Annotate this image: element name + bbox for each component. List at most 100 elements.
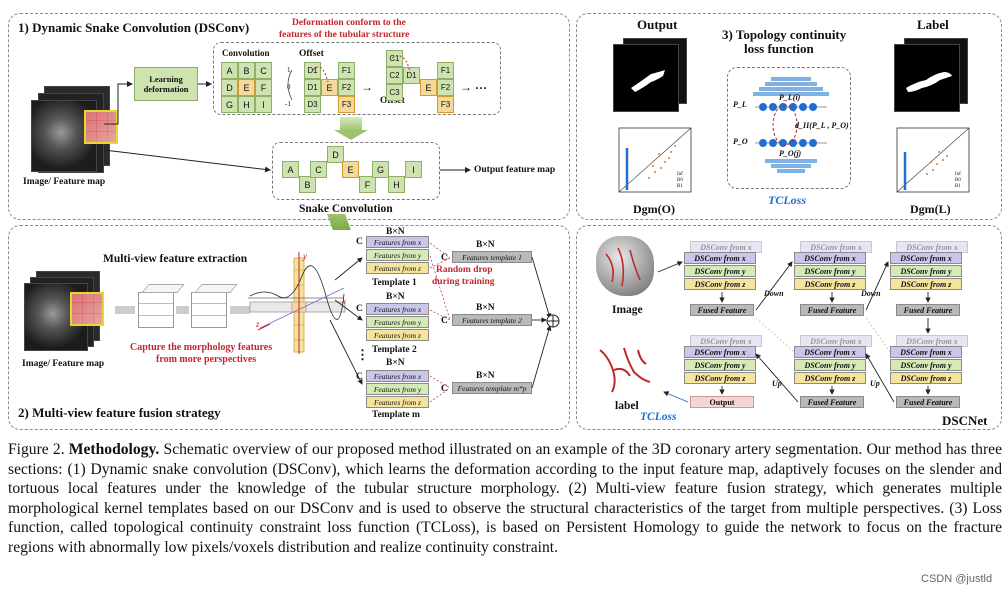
mv-patch xyxy=(70,292,104,326)
input-patch xyxy=(84,110,118,144)
c-1: C xyxy=(356,237,363,247)
t1-feat-z: Features from z xyxy=(366,262,429,274)
grid-cell-c: C xyxy=(255,62,272,79)
s6-fused: Fused Feature xyxy=(896,396,960,408)
dgm-l-plot xyxy=(896,127,970,193)
cube-arrow-3 xyxy=(230,306,250,314)
e-cell: E xyxy=(321,79,338,96)
tm-feat-y: Features from y xyxy=(366,383,429,395)
snake-frame xyxy=(272,142,440,200)
capture-line1: Capture the morphology features xyxy=(130,342,273,353)
bxn-1: B×N xyxy=(386,227,405,237)
c-2: C xyxy=(356,304,363,314)
grid-cell-b: B xyxy=(238,62,255,79)
persistence-diagram xyxy=(753,77,829,173)
ft-bxn-1: B×N xyxy=(476,240,495,250)
axis-plot xyxy=(248,252,346,354)
t1-feat-x: Features from x xyxy=(366,236,429,248)
tcloss-panel xyxy=(576,13,1002,220)
down-label-1: Down xyxy=(764,289,784,298)
offset-axis-0: 0 xyxy=(287,83,291,91)
down-arrow-green-head xyxy=(334,130,368,140)
offset-axis-neg1: -1 xyxy=(285,100,291,108)
ellipsis: ··· xyxy=(475,81,488,95)
legend-b1-2: B1 xyxy=(955,184,961,189)
label-image xyxy=(894,44,960,112)
caption-text: Schematic overview of our proposed metho… xyxy=(8,441,1002,556)
tcloss-frame xyxy=(727,67,851,189)
heart-vessels xyxy=(605,247,641,287)
convolution-label: Convolution xyxy=(222,48,270,58)
random-drop-2: during training xyxy=(432,277,495,287)
extraction-title: Multi-view feature extraction xyxy=(103,253,248,265)
template-m: Template m xyxy=(372,410,420,420)
caption-prefix: Figure 2. xyxy=(8,441,65,458)
axis-label-y: y xyxy=(303,251,307,261)
dscnet-label: DSCNet xyxy=(942,413,988,428)
s1-z: DSConv from z xyxy=(684,278,756,290)
d2-cell: D1 xyxy=(304,79,321,96)
dgm-o-legend: Inf B0 B1 xyxy=(677,172,683,190)
grid-cell-h: H xyxy=(238,96,255,113)
snake-b: B xyxy=(299,176,316,193)
grid-cell-i: I xyxy=(255,96,272,113)
tcloss-title-2: loss function xyxy=(744,41,814,56)
t2-feat-y: Features from y xyxy=(366,316,429,328)
tcloss-title-1: 3) Topology continuity xyxy=(722,27,847,42)
snake-i: I xyxy=(405,161,422,178)
s4-y: DSConv from y xyxy=(684,359,756,371)
snake-title: Snake Convolution xyxy=(299,203,393,215)
s4-x: DSConv from x xyxy=(684,346,756,358)
down-label-2: Down xyxy=(861,289,881,298)
cube-arrow-2 xyxy=(176,306,189,314)
caption-bold: Methodology. xyxy=(68,441,160,458)
ft-bxn-2: B×N xyxy=(476,303,495,313)
c1-cell: C1 xyxy=(386,50,403,67)
s6-z: DSConv from z xyxy=(890,372,962,384)
multiview-connectors xyxy=(329,242,560,403)
bxn-3: B×N xyxy=(386,358,405,368)
output-feature-label: Output feature map xyxy=(474,165,556,175)
offset-axis-1: 1 xyxy=(287,66,291,74)
mv-image-label: Image/ Feature map xyxy=(22,359,105,369)
snake-e: E xyxy=(342,161,359,178)
feature-template-m: Features template m*p xyxy=(452,382,532,394)
t2-feat-z: Features from z xyxy=(366,329,429,341)
cube-2 xyxy=(191,292,227,328)
s6-x: DSConv from x xyxy=(890,346,962,358)
dscnet-panel xyxy=(576,225,1002,430)
snake-h: H xyxy=(388,176,405,193)
legend-inf: Inf xyxy=(677,172,683,177)
label-vessels xyxy=(599,347,651,393)
snake-a: A xyxy=(282,161,299,178)
f1-cell: F1 xyxy=(338,62,355,79)
s5-x: DSConv from x xyxy=(794,346,866,358)
up-label-1: Up xyxy=(772,379,782,388)
arrow-1: → xyxy=(361,80,373,94)
s2-z: DSConv from z xyxy=(794,278,866,290)
snake-f: F xyxy=(359,176,376,193)
template-1: Template 1 xyxy=(372,278,417,288)
s1-y: DSConv from y xyxy=(684,265,756,277)
p-l-label: P_L xyxy=(733,100,747,109)
label-heading: Label xyxy=(917,17,949,32)
dgm-l-legend: Inf B0 B1 xyxy=(955,172,961,190)
c-3: C xyxy=(356,372,363,382)
dgm-o-plot xyxy=(618,127,692,193)
dscnet-arrows xyxy=(657,261,931,403)
deform-note-1: Deformation conform to the xyxy=(292,18,406,28)
dsconv-arrows xyxy=(103,55,471,173)
f3-cell: F3 xyxy=(338,96,355,113)
grid-cell-d: D xyxy=(221,79,238,96)
s4-output: Output xyxy=(690,396,754,408)
output-shape xyxy=(631,70,665,92)
arrow-2: → xyxy=(460,80,472,94)
grid-cell-e: E xyxy=(238,79,255,96)
t2-feat-x: Features from x xyxy=(366,303,429,315)
grid-cell-g: G xyxy=(221,96,238,113)
dgm-l-label: Dgm(L) xyxy=(910,202,951,216)
f3-cell-2: F3 xyxy=(437,96,454,113)
template-2: Template 2 xyxy=(372,345,417,355)
distance-label: d_II(P_L , P_O) xyxy=(795,121,849,130)
s6-y: DSConv from y xyxy=(890,359,962,371)
